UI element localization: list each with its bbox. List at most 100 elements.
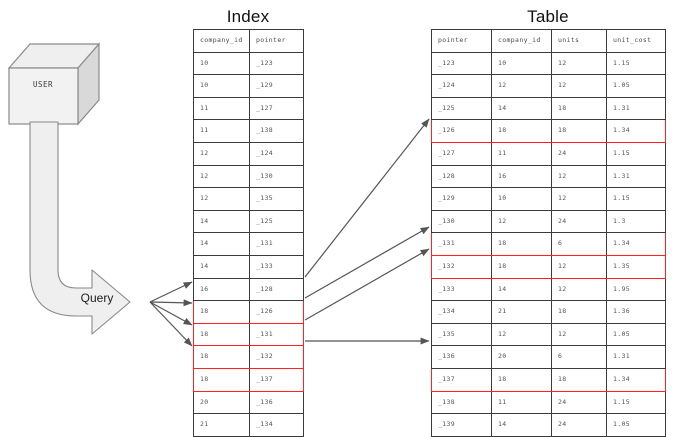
table-cell-units: 24 (551, 413, 607, 437)
table-cell-pointer: _125 (431, 96, 492, 121)
index-cell-company_id: 11 (193, 96, 250, 121)
index-cell-company_id: 14 (193, 254, 250, 279)
index-row: 14_125 (193, 209, 304, 234)
index-row: 18_132 (193, 345, 304, 369)
index-row: 18_131 (193, 322, 304, 347)
table-cell-pointer: _127 (431, 141, 492, 166)
table-cell-pointer: _129 (431, 187, 492, 211)
table-cell-pointer: _139 (431, 413, 492, 437)
table-cell-units: 12 (551, 254, 607, 279)
index-cell-pointer: _136 (249, 390, 304, 415)
index-cell-pointer: _126 (249, 300, 304, 324)
table-cell-company_id: 18 (491, 254, 552, 279)
index-row: 14_131 (193, 232, 304, 256)
index-132-to-table-132 (304, 248, 430, 321)
table-cell-company_id: 12 (491, 322, 552, 347)
table-cell-units: 6 (551, 232, 607, 256)
index-title: Index (226, 7, 270, 26)
index-cell-company_id: 21 (193, 413, 250, 437)
table-cell-company_id: 18 (491, 232, 552, 256)
index-cell-company_id: 18 (193, 300, 250, 324)
index-cell-pointer: _123 (249, 51, 304, 76)
index-row: 11_127 (193, 96, 304, 121)
table-cell-pointer: _135 (431, 322, 492, 347)
index-row: 18_126 (193, 300, 304, 324)
index-cell-pointer: _133 (249, 254, 304, 279)
index-row: 12_130 (193, 164, 304, 189)
index-cell-pointer: _131 (249, 232, 304, 256)
index-column-header-pointer: pointer (249, 29, 304, 53)
table-cell-company_id: 18 (491, 119, 552, 143)
query-arrow-shape (29, 121, 131, 335)
table-cell-pointer: _137 (431, 367, 492, 392)
index-cell-company_id: 18 (193, 322, 250, 347)
table-cell-pointer: _124 (431, 74, 492, 98)
index-cell-company_id: 12 (193, 187, 250, 211)
index-cell-company_id: 20 (193, 390, 250, 415)
table-cell-units: 18 (551, 119, 607, 143)
index-cell-pointer: _134 (249, 413, 304, 437)
index-126-to-table-126 (304, 118, 430, 278)
table-cell-unit_cost: 1.35 (606, 254, 666, 279)
table-cell-pointer: _128 (431, 164, 492, 189)
index-row: 12_124 (193, 141, 304, 166)
index-cell-company_id: 14 (193, 232, 250, 256)
table-cell-units: 12 (551, 322, 607, 347)
index-row: 10_129 (193, 74, 304, 98)
table-cell-unit_cost: 1.95 (606, 277, 666, 302)
table-cell-company_id: 16 (491, 164, 552, 189)
index-row: 21_134 (193, 413, 304, 437)
index-cell-pointer: _135 (249, 187, 304, 211)
index-cell-company_id: 16 (193, 277, 250, 302)
table-cell-pointer: _134 (431, 300, 492, 324)
table-cell-units: 18 (551, 367, 607, 392)
table-cell-unit_cost: 1.31 (606, 164, 666, 189)
index-cell-company_id: 14 (193, 209, 250, 234)
table-cell-unit_cost: 1.05 (606, 74, 666, 98)
table-column-header-company_id: company_id (491, 29, 552, 53)
table-cell-pointer: _131 (431, 232, 492, 256)
table-cell-company_id: 14 (491, 96, 552, 121)
table-cell-unit_cost: 1.15 (606, 390, 666, 415)
index-cell-company_id: 11 (193, 119, 250, 143)
table-cell-unit_cost: 1.34 (606, 119, 666, 143)
table-cell-pointer: _126 (431, 119, 492, 143)
table-column-header-unit_cost: unit_cost (606, 29, 666, 53)
user-cube-shape (8, 42, 100, 126)
table-cell-unit_cost: 1.05 (606, 322, 666, 347)
index-row: 16_128 (193, 277, 304, 302)
index-cell-company_id: 18 (193, 345, 250, 369)
index-cell-pointer: _132 (249, 345, 304, 369)
index-cell-pointer: _125 (249, 209, 304, 234)
index-cell-pointer: _138 (249, 119, 304, 143)
index-row: 10_123 (193, 51, 304, 76)
table-cell-company_id: 14 (491, 277, 552, 302)
table-cell-unit_cost: 1.36 (606, 300, 666, 324)
table-cell-company_id: 11 (491, 390, 552, 415)
table-cell-unit_cost: 1.15 (606, 141, 666, 166)
index-cell-company_id: 12 (193, 164, 250, 189)
index-row: 14_133 (193, 254, 304, 279)
table-cell-pointer: _132 (431, 254, 492, 279)
table-cell-units: 24 (551, 390, 607, 415)
index-row: 11_138 (193, 119, 304, 143)
table-cell-pointer: _136 (431, 345, 492, 369)
index-cell-pointer: _130 (249, 164, 304, 189)
